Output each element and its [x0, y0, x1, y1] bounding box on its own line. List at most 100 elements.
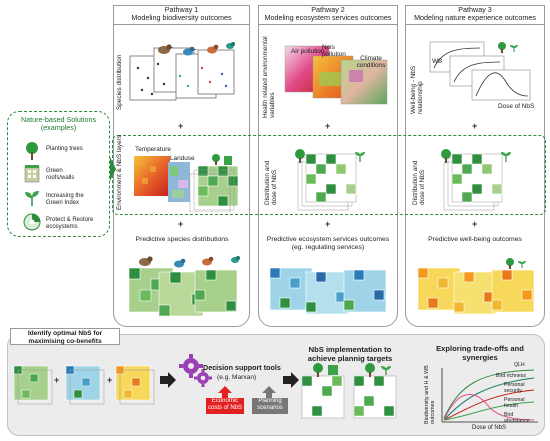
sprout-icon	[381, 366, 391, 375]
legend-item-protect: Protect & Restore ecosystems	[46, 217, 94, 230]
p1-row-label: Species distribution	[116, 54, 123, 110]
planning-scenarios-box: Planning scenarios	[252, 398, 288, 414]
species-points	[136, 62, 228, 96]
p3-output-maps	[417, 258, 535, 315]
tradeoffs-title: Exploring trade-offs and synergies	[436, 344, 524, 362]
green-roof-icon	[328, 365, 338, 375]
series-label-bird-richness: Bird richness	[496, 373, 526, 379]
legend-icons	[23, 142, 41, 231]
green-stack-map	[13, 365, 53, 405]
green-grid-map	[297, 153, 357, 211]
p2-output: Predictive ecosystem services outcomes (…	[266, 236, 390, 251]
tradeoff-chart	[441, 368, 538, 423]
series-personal-security	[443, 389, 535, 421]
tree-icon	[295, 149, 305, 163]
tradeoff-ylabel: Biodiversity and H & WB outcomes	[424, 365, 436, 424]
p2-plus-1: +	[325, 121, 331, 131]
p3-plus-1: +	[472, 121, 478, 131]
wb-axis-label: WB	[432, 58, 443, 65]
yellow-stack-map	[115, 365, 155, 405]
series-qlh	[443, 369, 535, 419]
p1-plus-2: +	[178, 219, 184, 229]
sprout-icon	[501, 152, 511, 162]
tree-icon	[212, 154, 220, 165]
p1-output-maps	[128, 256, 240, 317]
p1-output: Predictive species distributions	[135, 236, 229, 243]
series-bird-richness	[443, 377, 535, 421]
temperature-label: Temperature	[135, 146, 171, 153]
pathway-2-title: Modeling ecosystem services outcomes	[264, 13, 392, 23]
landuse-label: Landuse	[170, 155, 195, 162]
blue-stack-map	[269, 267, 387, 315]
bird-icon	[202, 256, 214, 266]
p1-env-layers	[134, 154, 239, 212]
tree-icon	[441, 149, 451, 163]
bird-icon	[139, 256, 153, 266]
blue-stack-map	[65, 365, 105, 405]
air-pollution-label: Air pollution	[291, 48, 325, 55]
green-roof-icon	[24, 165, 40, 183]
legend-item-trees: Planting trees	[46, 146, 83, 152]
p1-species-cards	[129, 42, 235, 101]
legend-item-roofs: Green roofs/walls	[46, 168, 75, 181]
p1-env-label: Environment & NbS layers	[116, 135, 123, 210]
implementation-grids	[301, 363, 397, 419]
pathway-2-label: Pathway 2	[311, 5, 345, 14]
gear-icon	[179, 354, 212, 387]
tree-icon	[365, 363, 375, 377]
sprout-icon	[510, 45, 518, 52]
bird-icon	[174, 258, 186, 268]
p3-plus-2: +	[472, 219, 478, 229]
input-map-stacks	[13, 365, 155, 405]
landuse-map	[168, 162, 190, 202]
arrow-up-icon	[218, 386, 232, 398]
tree-icon	[26, 142, 38, 160]
dose-axis-label: Dose of NbS	[498, 103, 535, 110]
climate-map	[340, 59, 388, 105]
noise-pollution-label: Nois pollution	[322, 44, 346, 59]
p2-nbs-grid	[295, 149, 365, 211]
p2-health-layers	[284, 45, 388, 105]
implementation-title: NbS implementation to achieve plannig ta…	[307, 345, 393, 363]
p3-row-label: Well-being - NbS relationship	[410, 65, 424, 114]
bird-icon	[158, 44, 174, 54]
legend-arrow	[110, 157, 116, 181]
sprout-icon	[355, 152, 365, 162]
green-grid-map	[353, 375, 397, 419]
series-label-personal-health: Personal health	[504, 397, 525, 409]
tradeoff-xlabel: Dose of NbS	[472, 425, 507, 431]
arrow-right-icon	[160, 372, 176, 388]
yellow-stack-map	[417, 267, 535, 315]
arrow-up-icon	[262, 386, 276, 398]
pathway-1-label: Pathway 1	[164, 5, 199, 14]
p3-env-label: Distribution and dose of NbS	[412, 160, 426, 205]
p3-nbs-grid	[441, 149, 511, 211]
green-grid-map	[443, 153, 503, 211]
series-label-qlh: QLH	[514, 362, 525, 368]
bottom-plus-2: +	[107, 375, 113, 385]
building-icon	[224, 156, 232, 165]
species-card-stack	[129, 47, 235, 101]
decision-tools-title: Decision support tools	[203, 363, 281, 372]
tree-icon	[506, 258, 514, 269]
bird-icon	[207, 44, 219, 54]
legend-item-green-index: Increasing the Green Index	[46, 193, 84, 206]
green-grid-map	[301, 375, 345, 419]
green-grid-map	[189, 165, 239, 212]
protect-ecosystem-icon	[23, 213, 41, 231]
p1-plus-1: +	[178, 121, 184, 131]
p2-row-label: Health related environmental variables	[262, 36, 276, 118]
legend-title: Nature-based Solutions (examples)	[20, 115, 97, 133]
series-bird-abundance	[443, 394, 535, 421]
bird-icon	[183, 46, 198, 56]
pathway-1-title: Modeling biodiversity outcomes	[131, 13, 232, 23]
series-personal-health	[443, 401, 535, 421]
p2-plus-2: +	[325, 219, 331, 229]
bird-icon	[231, 256, 240, 263]
p2-env-label: Distribution and dose of NbS	[264, 160, 278, 205]
series-label-personal-security: Personal security	[504, 382, 525, 394]
pathway-3-title: Modeling nature experience outcomes	[414, 13, 536, 23]
p2-output-maps	[269, 267, 387, 315]
curve-card	[471, 69, 531, 101]
p3-wellbeing-curves	[429, 41, 531, 101]
